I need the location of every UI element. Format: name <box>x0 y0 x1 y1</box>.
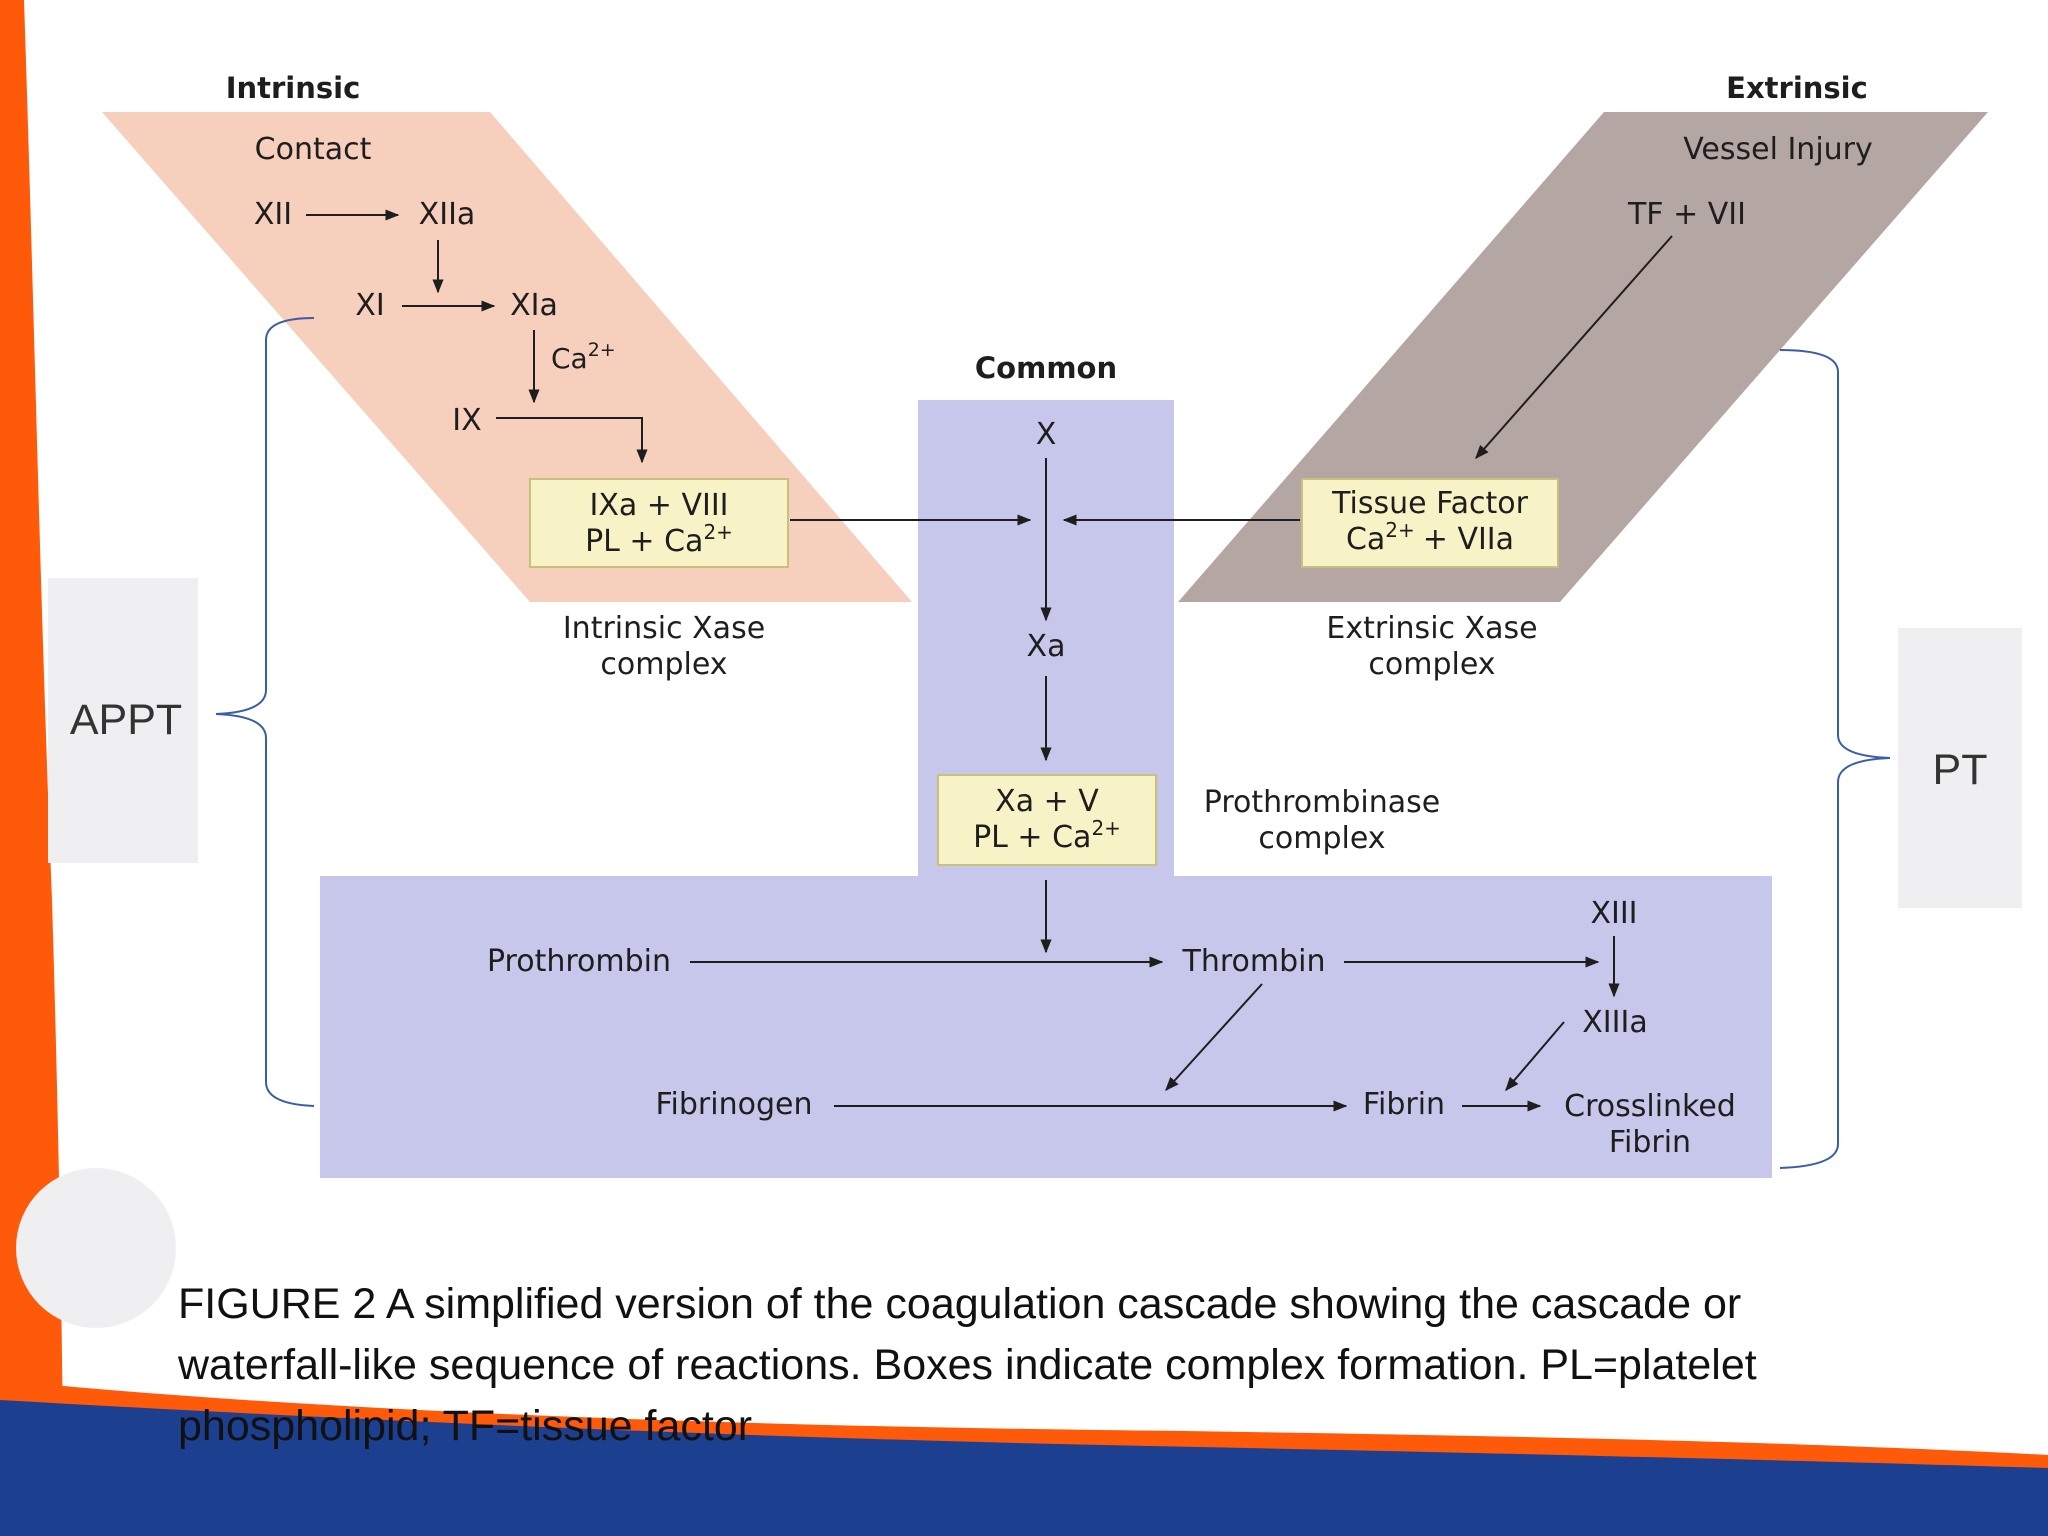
calcium-superscript: 2+ <box>588 339 616 361</box>
factor-xiia: XIIa <box>419 197 476 232</box>
intrinsic-xase-label-line1: Intrinsic Xase <box>563 611 765 646</box>
intrinsic-xase-box <box>529 478 789 568</box>
prothrombin-label: Prothrombin <box>487 944 671 979</box>
intrinsic-complex-line2-text: PL + Ca <box>585 524 703 559</box>
arrow-ix-to-complex <box>496 417 648 464</box>
appt-label: APPT <box>70 696 182 744</box>
extrinsic-complex-superscript: 2+ <box>1385 518 1414 542</box>
extrinsic-xase-box <box>1301 478 1559 568</box>
extrinsic-region <box>1178 112 1988 602</box>
intrinsic-complex-line1: IXa + VIII <box>589 488 728 523</box>
extrinsic-complex-ca: Ca <box>1346 522 1385 557</box>
factor-xa: Xa <box>1027 629 1066 664</box>
factor-xii: XII <box>254 197 292 232</box>
extrinsic-title: Extrinsic <box>1726 71 1868 105</box>
decorative-circle <box>16 1168 176 1328</box>
thrombin-label: Thrombin <box>1182 944 1326 979</box>
extrinsic-xase-label-line1: Extrinsic Xase <box>1326 611 1537 646</box>
intrinsic-region <box>102 112 912 602</box>
intrinsic-xase-label-line2: complex <box>600 647 727 682</box>
crosslinked-fibrin-line2: Fibrin <box>1609 1125 1691 1160</box>
contact-label: Contact <box>255 132 372 167</box>
extrinsic-xase-label-line2: complex <box>1368 647 1495 682</box>
intrinsic-complex-line2: PL + Ca2+ <box>585 520 733 559</box>
calcium-text: Ca <box>551 342 588 375</box>
pt-bracket <box>1779 349 1891 1169</box>
blue-bottom-wave <box>0 1400 2048 1536</box>
arrow-tf-to-complex <box>1475 235 1673 460</box>
factor-xiii: XIII <box>1590 896 1637 931</box>
factor-x: X <box>1036 417 1057 452</box>
figure-caption: FIGURE 2 A simplified version of the coa… <box>178 1274 1998 1457</box>
orange-side-stripe <box>0 0 64 1536</box>
prothrombinase-label-line2: complex <box>1258 821 1385 856</box>
prothrombinase-complex-line1: Xa + V <box>995 784 1099 819</box>
intrinsic-title: Intrinsic <box>226 71 361 105</box>
prothrombinase-complex-line2: PL + Ca2+ <box>973 816 1121 855</box>
caption-line-1: FIGURE 2 A simplified version of the coa… <box>178 1280 1742 1328</box>
calcium-label: Ca2+ <box>551 339 616 375</box>
vessel-injury-label: Vessel Injury <box>1683 132 1873 167</box>
crosslinked-fibrin-line1: Crosslinked <box>1564 1089 1736 1124</box>
pt-label: PT <box>1933 746 1988 794</box>
caption-line-3: phospholipid; TF=tissue factor <box>178 1402 753 1450</box>
extrinsic-complex-line2: Ca2+ + VIIa <box>1346 518 1514 557</box>
prothrombinase-box <box>937 774 1157 866</box>
intrinsic-complex-superscript: 2+ <box>703 520 732 544</box>
factor-xi: XI <box>355 288 384 323</box>
appt-panel <box>48 578 198 863</box>
arrow-xiiia-crosslink <box>1505 1021 1565 1092</box>
arrow-thrombin-fibrinogen <box>1165 983 1263 1092</box>
caption-line-2: waterfall-like sequence of reactions. Bo… <box>178 1341 1757 1389</box>
extrinsic-complex-viia: + VIIa <box>1423 522 1514 557</box>
prothrombinase-complex-line2-text: PL + Ca <box>973 820 1091 855</box>
extrinsic-complex-line1: Tissue Factor <box>1331 486 1529 521</box>
fibrinogen-label: Fibrinogen <box>655 1087 812 1122</box>
tf-vii-label: TF + VII <box>1627 197 1746 232</box>
appt-bracket <box>215 317 315 1107</box>
prothrombinase-complex-superscript: 2+ <box>1091 816 1120 840</box>
pt-panel <box>1898 628 2022 908</box>
fibrin-label: Fibrin <box>1363 1087 1445 1122</box>
factor-ix: IX <box>452 403 481 438</box>
prothrombinase-label-line1: Prothrombinase <box>1204 785 1440 820</box>
common-title: Common <box>975 351 1117 385</box>
factor-xiiia: XIIIa <box>1582 1005 1647 1040</box>
factor-xia: XIa <box>510 288 558 323</box>
